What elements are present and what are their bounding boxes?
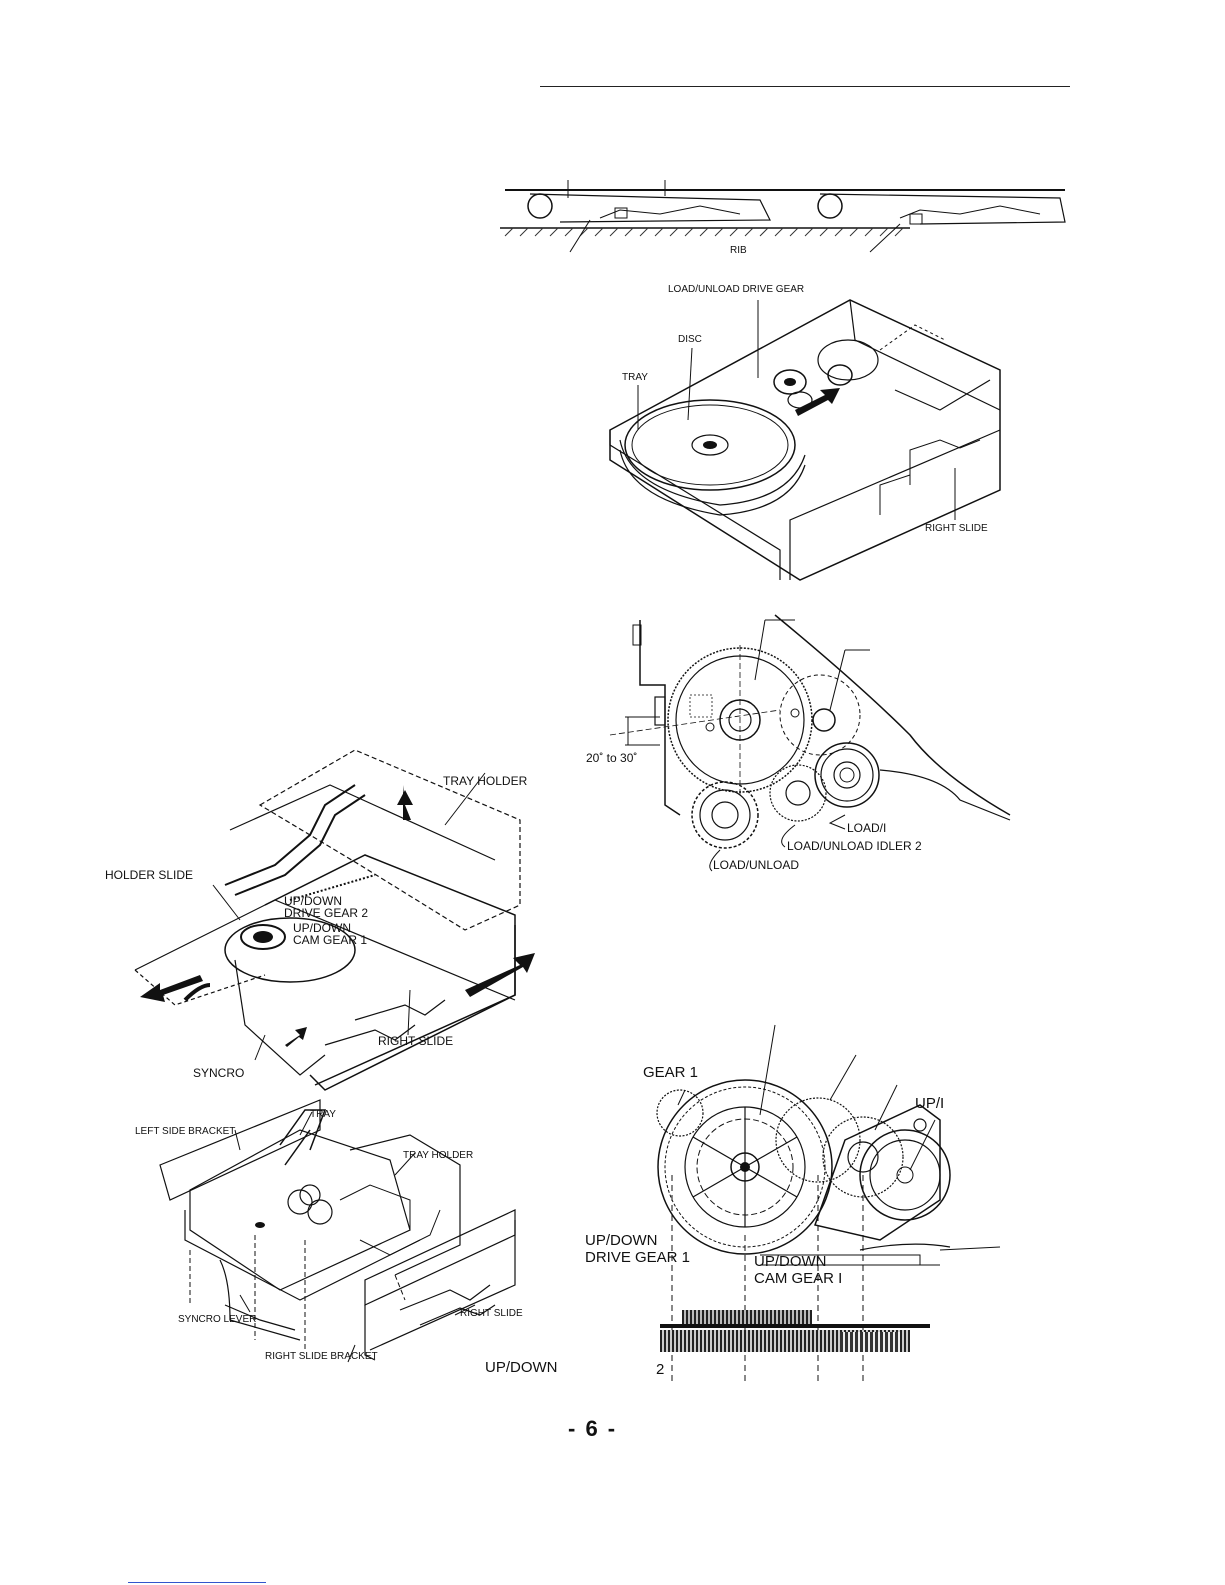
- updown-drive-gear1-label-a: UP/DOWN: [585, 1232, 658, 1249]
- updown-label: UP/DOWN: [485, 1359, 558, 1376]
- gear1-label: GEAR 1: [643, 1064, 699, 1081]
- right-slide-label: RIGHT SLIDE: [925, 523, 988, 534]
- loading-mechanism-figure: LOAD/UNLOAD DRIVE GEAR DISC TRAY RIGHT S…: [600, 280, 1030, 590]
- rib-label: RIB: [730, 245, 747, 256]
- gear-stack-plate: [660, 1324, 930, 1328]
- gear-detail-figure: 20˚ to 30˚ LOAD/I LOAD/UNLOAD IDLER 2 LO…: [580, 605, 1011, 895]
- updown-drive-gear1-label-b: DRIVE GEAR 1: [585, 1249, 691, 1266]
- tray-holder-drawing: [134, 749, 535, 1091]
- updown-partial-label: UP/I: [915, 1095, 945, 1112]
- right-slide-bracket-label: RIGHT SLIDE BRACKET: [265, 1351, 378, 1362]
- disc-label: DISC: [678, 334, 702, 345]
- updown-gear-figure: GEAR 1 UP/I UP/DOWN DRIVE GEAR 1 UP/DOWN…: [580, 1024, 1001, 1385]
- tray-holder-label: TRAY HOLDER: [443, 774, 528, 788]
- tray-label: TRAY: [622, 372, 648, 383]
- footer-rule: [128, 1582, 266, 1583]
- header-rule: [540, 86, 1070, 87]
- exploded-view-drawing: [159, 1099, 516, 1363]
- updown-drive-gear2-label: UP/DOWN DRIVE GEAR 2: [284, 895, 368, 919]
- exploded-view-figure: LEFT SIDE BRACKET TRAY TRAY HOLDER SYNCR…: [130, 1090, 580, 1380]
- gear-stack-elevation: [660, 1310, 990, 1360]
- updown-drive-gear2-text: UP/DOWN DRIVE GEAR 2: [284, 894, 369, 920]
- page-number: - 6 -: [568, 1416, 618, 1441]
- tray-label: TRAY: [310, 1109, 336, 1120]
- gear-detail-drawing: [609, 614, 1011, 872]
- holder-slide-label: HOLDER SLIDE: [105, 868, 194, 882]
- left-side-bracket-label: LEFT SIDE BRACKET: [135, 1126, 236, 1137]
- loading-mechanism-drawing: [609, 299, 1001, 581]
- syncro-label: SYNCRO: [193, 1066, 245, 1080]
- tray-cross-section-drawing: [500, 180, 1066, 253]
- updown-cam-gear1-label: UP/DOWN CAM GEAR 1: [293, 922, 367, 946]
- load-unload-label: LOAD/UNLOAD: [713, 858, 800, 872]
- right-slide-label: RIGHT SLIDE: [378, 1034, 454, 1048]
- updown-cam-gear-label-b: CAM GEAR I: [754, 1270, 843, 1287]
- drive-gear-label: LOAD/UNLOAD DRIVE GEAR: [668, 284, 805, 295]
- updown-cam-gear-label-a: UP/DOWN: [754, 1253, 827, 1270]
- idler2-label: LOAD/UNLOAD IDLER 2: [787, 839, 922, 853]
- num2-label: 2: [656, 1361, 665, 1378]
- load-partial-label: LOAD/I: [847, 821, 887, 835]
- tray-cross-section-figure: RIB: [500, 180, 1070, 260]
- angle-label: 20˚ to 30˚: [586, 751, 638, 765]
- updown-cam-gear1-text: UP/DOWN CAM GEAR 1: [293, 921, 368, 947]
- gear-stack-top: [682, 1310, 812, 1325]
- tray-holder-label: TRAY HOLDER: [403, 1150, 474, 1161]
- syncro-lever-label: SYNCRO LEVER: [178, 1314, 257, 1325]
- gear-stack-right: [840, 1332, 900, 1352]
- tray-holder-figure: TRAY HOLDER HOLDER SLIDE UP/DOWN DRIVE G…: [105, 745, 545, 1091]
- right-slide-label: RIGHT SLIDE: [460, 1308, 523, 1319]
